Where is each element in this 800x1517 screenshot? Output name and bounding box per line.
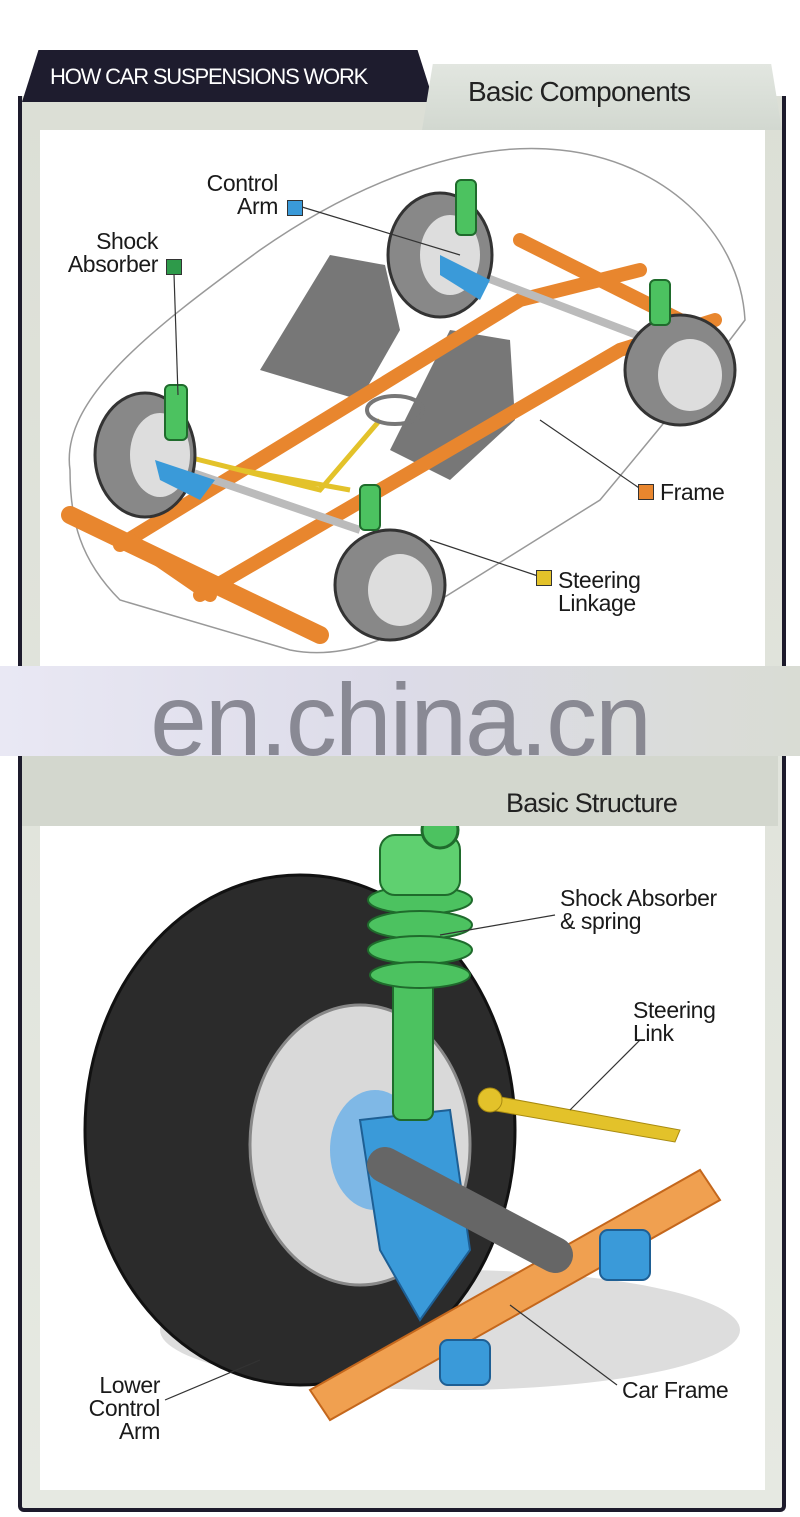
- label-frame: Frame: [660, 479, 725, 505]
- control-arms: [155, 255, 490, 500]
- tie-rod-end: [477, 1087, 503, 1113]
- seat: [390, 330, 515, 480]
- series-title: HOW CAR SUSPENSIONS WORK: [50, 64, 368, 89]
- section-header-structure: [22, 756, 778, 826]
- structure-leader-lines: [164, 914, 641, 1401]
- label-shock-absorber-spring: Shock Absorber& spring: [560, 885, 717, 934]
- section-tab-components: Basic Components: [422, 64, 782, 130]
- section-title: Basic Structure: [506, 788, 678, 818]
- label-car-frame: Car Frame: [622, 1377, 729, 1403]
- leader-lines: [173, 206, 646, 579]
- steering-linkage-marker: [536, 570, 552, 586]
- watermark: en.china.cn: [150, 663, 652, 777]
- section-title: Basic Components: [468, 76, 691, 107]
- control-arm-marker: [287, 200, 303, 216]
- watermark-band: [0, 666, 800, 756]
- steering-linkage: [179, 418, 382, 493]
- car-body-outline: [68, 147, 746, 654]
- steering-wheel: [365, 394, 425, 426]
- axle-shaft: [367, 1147, 573, 1273]
- seat: [260, 255, 400, 400]
- shock-top: [379, 834, 461, 896]
- shock-absorber-marker: [166, 259, 182, 275]
- series-title-tab: HOW CAR SUSPENSIONS WORK: [22, 50, 434, 102]
- frame-marker: [638, 484, 654, 500]
- shock-absorbers: [164, 179, 671, 531]
